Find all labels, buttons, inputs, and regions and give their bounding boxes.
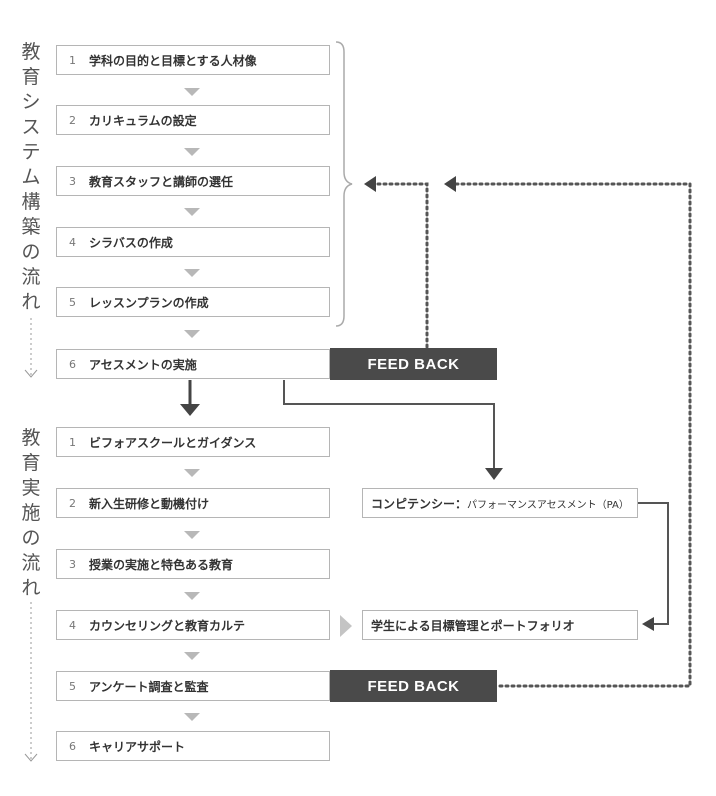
down-triangle-icon (184, 652, 200, 660)
section2-step-6: 6 キャリアサポート (56, 731, 330, 761)
section2-step-1: 1 ビフォアスクールとガイダンス (56, 427, 330, 457)
label-char: 実 (21, 477, 41, 499)
section1-step-6: 6 アセスメントの実施 (56, 349, 330, 379)
timeline-arrowhead (24, 369, 38, 378)
competency-subtitle: パフォーマンスアセスメント（PA） (467, 499, 629, 511)
label-char: 流 (21, 552, 41, 574)
step-label: 授業の実施と特色ある教育 (89, 557, 234, 572)
label-char: の (21, 527, 41, 549)
section1-step-4: 4 シラバスの作成 (56, 227, 330, 257)
branch-arrowhead (485, 468, 503, 480)
timeline-arrowhead (24, 753, 38, 762)
step-number: 3 (69, 557, 76, 571)
portfolio-box: 学生による目標管理とポートフォリオ (362, 610, 638, 640)
step-label: アンケート調査と監査 (89, 679, 209, 694)
step-number: 4 (69, 618, 76, 632)
counseling-pointer-icon (340, 615, 352, 637)
section1-step-1: 1 学科の目的と目標とする人材像 (56, 45, 330, 75)
step-label: ビフォアスクールとガイダンス (89, 435, 257, 450)
down-triangle-icon (184, 531, 200, 539)
label-char: れ (21, 577, 41, 599)
section1-vertical-label: 教 育 シ ス テ ム 構 築 の 流 れ (18, 40, 44, 315)
label-char: テ (21, 141, 41, 163)
step-label: カリキュラムの設定 (89, 113, 197, 128)
step-number: 3 (69, 174, 76, 188)
section2-step-3: 3 授業の実施と特色ある教育 (56, 549, 330, 579)
step-number: 1 (69, 435, 76, 449)
feedback-label-1: FEED BACK (330, 348, 497, 380)
down-triangle-icon (184, 269, 200, 277)
step-label: レッスンプランの作成 (89, 295, 209, 310)
section2-step-2: 2 新入生研修と動機付け (56, 488, 330, 518)
step-number: 6 (69, 739, 76, 753)
label-char: 育 (21, 66, 41, 88)
step-number: 1 (69, 53, 76, 67)
step-label: カウンセリングと教育カルテ (89, 618, 246, 633)
step-label: キャリアサポート (89, 739, 186, 754)
portfolio-label: 学生による目標管理とポートフォリオ (371, 618, 575, 633)
label-char: ム (21, 166, 41, 188)
down-triangle-icon (184, 469, 200, 477)
step-label: 新入生研修と動機付け (89, 496, 210, 511)
feedback-loop-1 (374, 182, 429, 349)
step-label: アセスメントの実施 (89, 357, 197, 372)
competency-portfolio-arrowhead (642, 617, 654, 631)
label-char: シ (21, 91, 41, 113)
label-char: 教 (21, 427, 41, 449)
label-char: 育 (21, 452, 41, 474)
section2-step-5: 5 アンケート調査と監査 (56, 671, 330, 701)
step-label: シラバスの作成 (89, 235, 173, 250)
step-number: 2 (69, 496, 76, 510)
label-char: ス (21, 116, 41, 138)
step-number: 4 (69, 235, 76, 249)
transition-arrowhead (180, 404, 200, 416)
competency-portfolio-line (638, 502, 669, 625)
feedback-label-2: FEED BACK (330, 670, 497, 702)
down-triangle-icon (184, 148, 200, 156)
section2-vertical-label: 教 育 実 施 の 流 れ (18, 426, 44, 601)
label-char: 施 (21, 502, 41, 524)
down-triangle-icon (184, 592, 200, 600)
feedback-arrowhead-1 (364, 176, 376, 192)
step-number: 2 (69, 113, 76, 127)
section1-step-2: 2 カリキュラムの設定 (56, 105, 330, 135)
label-char: 構 (21, 191, 41, 213)
down-triangle-icon (184, 330, 200, 338)
feedback-loop-2 (454, 182, 692, 688)
section2-step-4: 4 カウンセリングと教育カルテ (56, 610, 330, 640)
label-char: れ (21, 291, 41, 313)
competency-box: コンピテンシー： パフォーマンスアセスメント（PA） (362, 488, 638, 518)
down-triangle-icon (184, 88, 200, 96)
section1-step-5: 5 レッスンプランの作成 (56, 287, 330, 317)
down-triangle-icon (184, 208, 200, 216)
step-number: 5 (69, 679, 76, 693)
step-number: 6 (69, 357, 76, 371)
label-char: 教 (21, 41, 41, 63)
label-char: の (21, 241, 41, 263)
section1-step-3: 3 教育スタッフと講師の選任 (56, 166, 330, 196)
step-number: 5 (69, 295, 76, 309)
competency-title: コンピテンシー： (371, 496, 468, 511)
feedback-arrowhead-2 (444, 176, 456, 192)
down-triangle-icon (184, 713, 200, 721)
step-label: 教育スタッフと講師の選任 (89, 174, 234, 189)
grouping-brace (335, 41, 353, 327)
label-char: 築 (21, 216, 41, 238)
branch-line (283, 380, 495, 470)
step-label: 学科の目的と目標とする人材像 (89, 53, 257, 68)
label-char: 流 (21, 266, 41, 288)
